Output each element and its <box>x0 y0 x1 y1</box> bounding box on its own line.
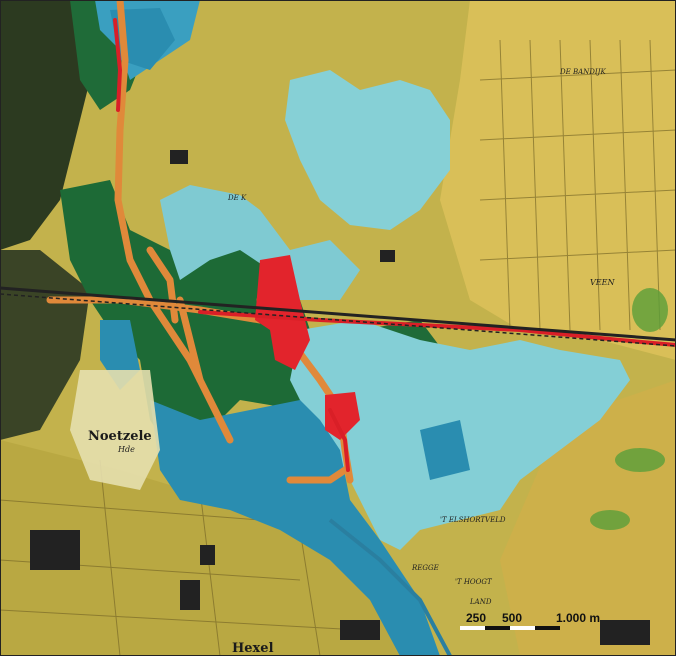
scale-tick-1000: 1.000 m <box>556 611 600 625</box>
green-patches <box>590 288 668 530</box>
roads-red <box>113 18 676 472</box>
field-grid <box>0 39 676 656</box>
region-blue-south <box>150 400 440 656</box>
region-east-heath <box>440 0 676 360</box>
scale-bar: 250 500 1.000 m <box>460 611 600 630</box>
region-blue-east <box>420 420 470 480</box>
scale-tick-250: 250 <box>466 611 486 625</box>
building-blocks <box>30 150 650 645</box>
region-cyan-center <box>160 185 360 300</box>
region-town-red <box>255 255 310 370</box>
scale-tick-500: 500 <box>502 611 522 625</box>
label-de-bandijk: DE BANDIJK <box>559 68 606 76</box>
label-regge: REGGE <box>411 564 439 572</box>
label-land: LAND <box>469 598 492 606</box>
region-cyan-north <box>285 70 450 230</box>
river <box>328 518 452 656</box>
label-de-k: DE K <box>227 194 247 202</box>
label-elshortveld: 'T ELSHORTVELD <box>440 516 506 524</box>
label-hexel: Hexel <box>232 641 274 656</box>
label-noetzele: Noetzele <box>88 429 152 444</box>
label-t-hoogt: 'T HOOGT <box>455 578 493 586</box>
region-town-red-south <box>325 392 360 440</box>
region-northwest-dark <box>0 0 95 250</box>
label-noetzele-sub: Hde <box>117 445 135 454</box>
railway <box>0 286 676 347</box>
label-veen: VEEN <box>590 278 615 287</box>
noetzele-heath <box>70 370 160 490</box>
